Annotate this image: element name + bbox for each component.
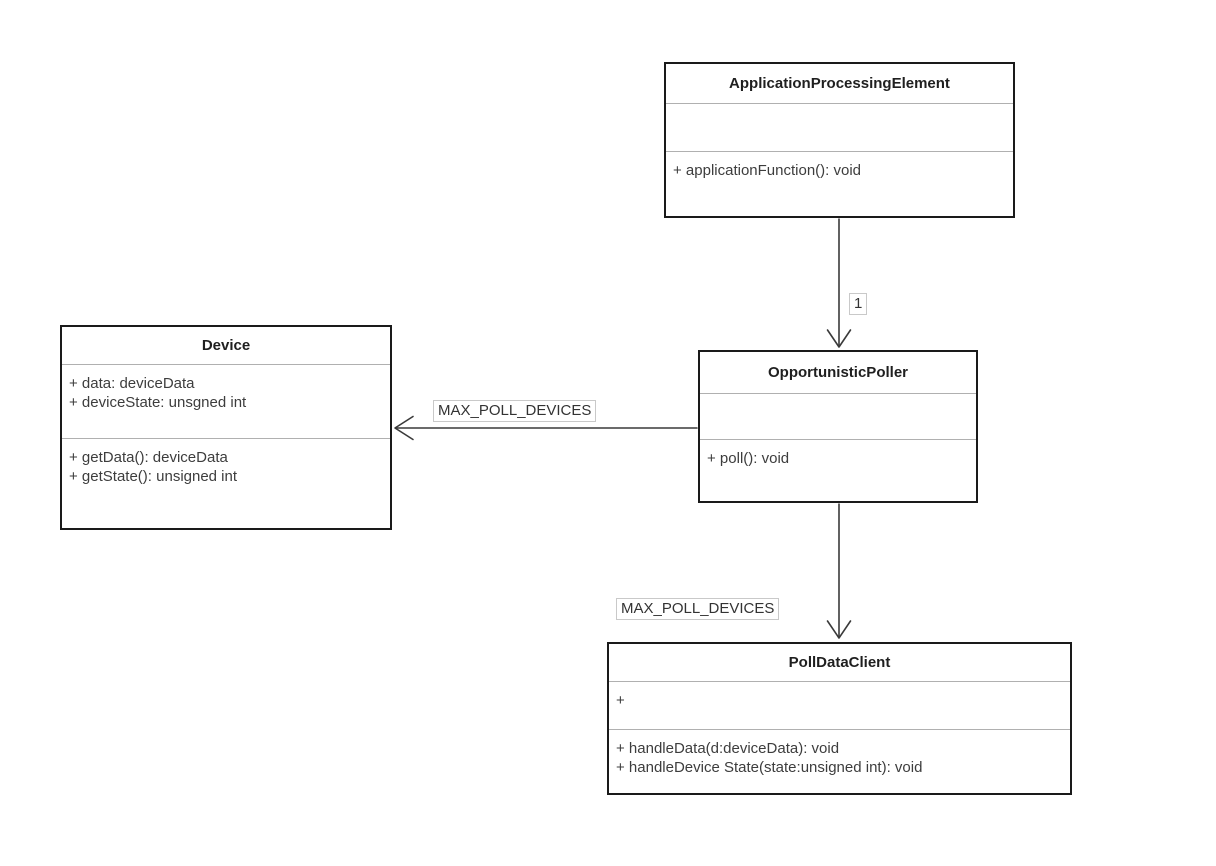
method-row: + applicationFunction(): void — [673, 162, 862, 179]
class-box-opportunistic-poller: OpportunisticPoller + poll(): void — [698, 350, 978, 503]
class-title: Device — [62, 327, 390, 365]
class-attributes-section: + data: deviceData + deviceState: unsgne… — [62, 365, 390, 439]
class-title: PollDataClient — [609, 644, 1070, 682]
attribute-row: + — [616, 692, 625, 709]
method-row: + poll(): void — [707, 450, 790, 467]
class-attributes-section: + — [609, 682, 1070, 730]
attribute-row: + deviceState: unsgned int — [69, 394, 247, 411]
edge-poller-to-device-arrowhead-icon — [394, 415, 414, 441]
edge-poller-to-client-arrowhead-icon — [826, 620, 852, 639]
class-box-device: Device + data: deviceData + deviceState:… — [60, 325, 392, 530]
class-title: OpportunisticPoller — [700, 352, 976, 394]
method-row: + getState(): unsigned int — [69, 468, 238, 485]
class-methods-section: + getData(): deviceData + getState(): un… — [62, 439, 390, 528]
class-box-poll-data-client: PollDataClient + + handleData(d:deviceDa… — [607, 642, 1072, 795]
method-row: + handleDevice State(state:unsigned int)… — [616, 759, 923, 776]
edge-ape-to-poller-arrowhead-icon — [826, 329, 852, 348]
class-methods-section: + poll(): void — [700, 440, 976, 501]
edge-label-max-poll-devices-left: MAX_POLL_DEVICES — [433, 400, 597, 422]
edge-label-multiplicity: 1 — [849, 293, 868, 315]
class-methods-section: + applicationFunction(): void — [666, 152, 1013, 216]
attribute-row: + data: deviceData — [69, 375, 195, 392]
class-attributes-section — [700, 394, 976, 440]
edge-label-max-poll-devices-bottom: MAX_POLL_DEVICES — [616, 598, 780, 620]
class-attributes-section — [666, 104, 1013, 152]
method-row: + getData(): deviceData — [69, 449, 228, 466]
class-title: ApplicationProcessingElement — [666, 64, 1013, 104]
method-row: + handleData(d:deviceData): void — [616, 740, 840, 757]
class-box-application-processing-element: ApplicationProcessingElement + applicati… — [664, 62, 1015, 218]
class-methods-section: + handleData(d:deviceData): void + handl… — [609, 730, 1070, 793]
